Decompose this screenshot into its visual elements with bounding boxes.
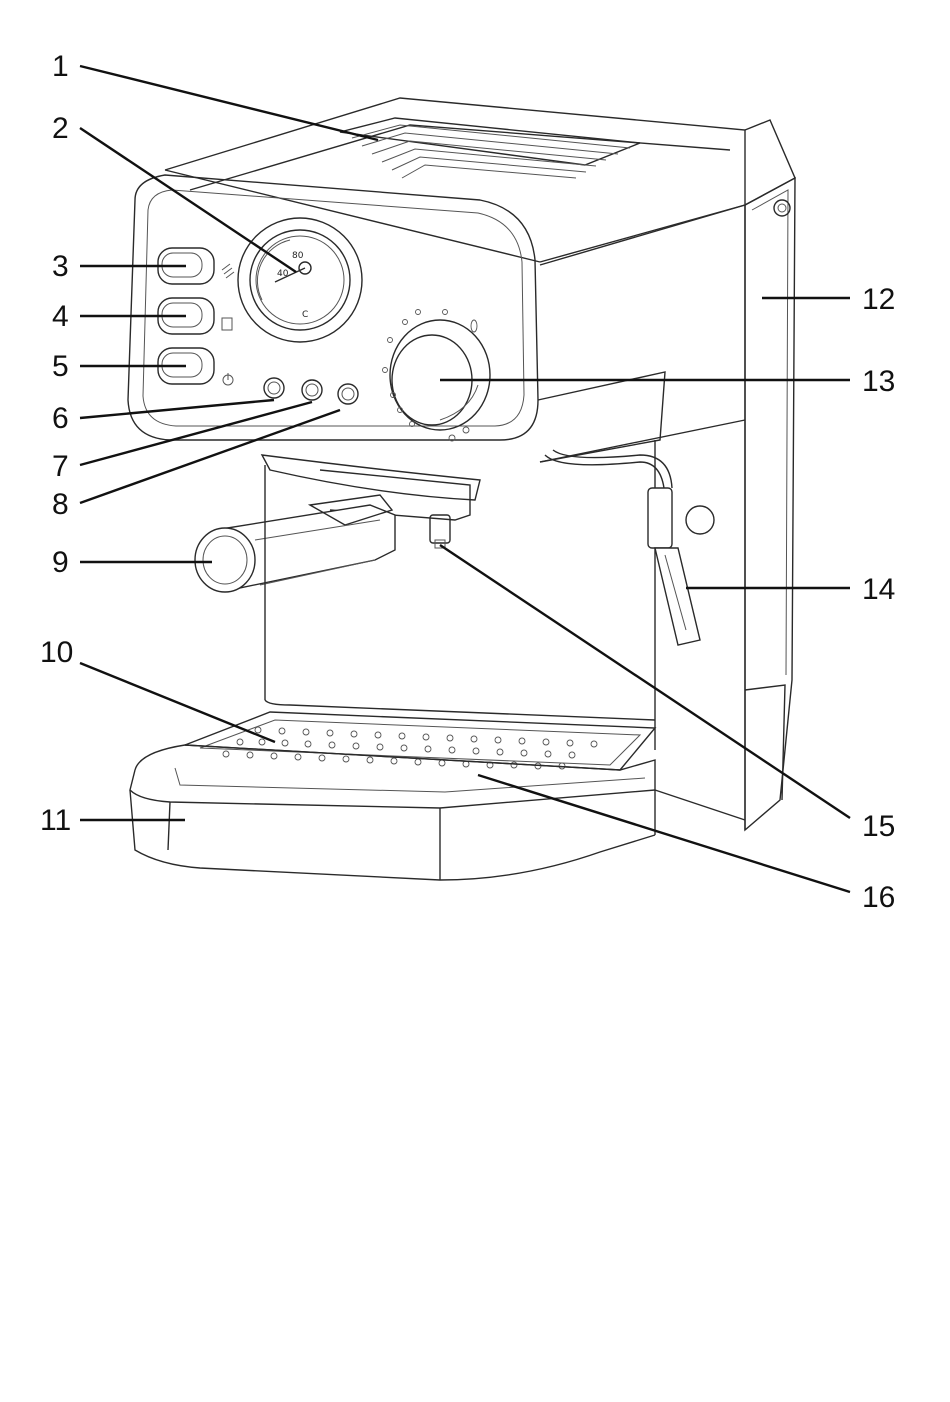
callout-11: 11 (40, 804, 71, 837)
svg-text:80: 80 (292, 251, 304, 261)
steam-wand (545, 450, 714, 645)
callout-8: 8 (52, 488, 69, 521)
svg-text:40: 40 (277, 269, 289, 279)
control-knob (383, 310, 491, 442)
leader-10 (80, 663, 275, 742)
drip-tray-base (130, 745, 745, 880)
leader-15 (440, 545, 850, 818)
callout-2: 2 (52, 112, 69, 145)
drip-tray-grid (185, 712, 655, 770)
leader-1 (80, 66, 378, 140)
cup-warming-plate (340, 118, 640, 178)
callout-6: 6 (52, 402, 69, 435)
callout-13: 13 (862, 365, 895, 398)
callout-5: 5 (52, 350, 69, 383)
leader-8 (80, 410, 340, 503)
callout-16: 16 (862, 881, 895, 914)
callout-3: 3 (52, 250, 69, 283)
espresso-machine-drawing: 80 40 C (128, 98, 795, 880)
callout-1: 1 (52, 50, 69, 83)
indicator-lights (264, 378, 358, 404)
leader-6 (80, 400, 274, 418)
callout-12: 12 (862, 283, 895, 316)
callout-7: 7 (52, 450, 69, 483)
callout-10: 10 (40, 636, 73, 669)
callout-15: 15 (862, 810, 895, 843)
callout-9: 9 (52, 546, 69, 579)
leader-2 (80, 128, 296, 272)
front-control-panel (128, 175, 538, 440)
portafilter-handle (195, 495, 395, 592)
callout-4: 4 (52, 300, 69, 333)
water-tank (745, 120, 795, 830)
callout-14: 14 (862, 573, 895, 606)
svg-text:C: C (302, 310, 308, 320)
callout-labels: 1 2 3 4 5 6 7 8 9 10 11 12 13 14 15 16 (40, 50, 895, 914)
grid-holes (223, 727, 597, 769)
pressure-gauge: 80 40 C (238, 218, 362, 342)
